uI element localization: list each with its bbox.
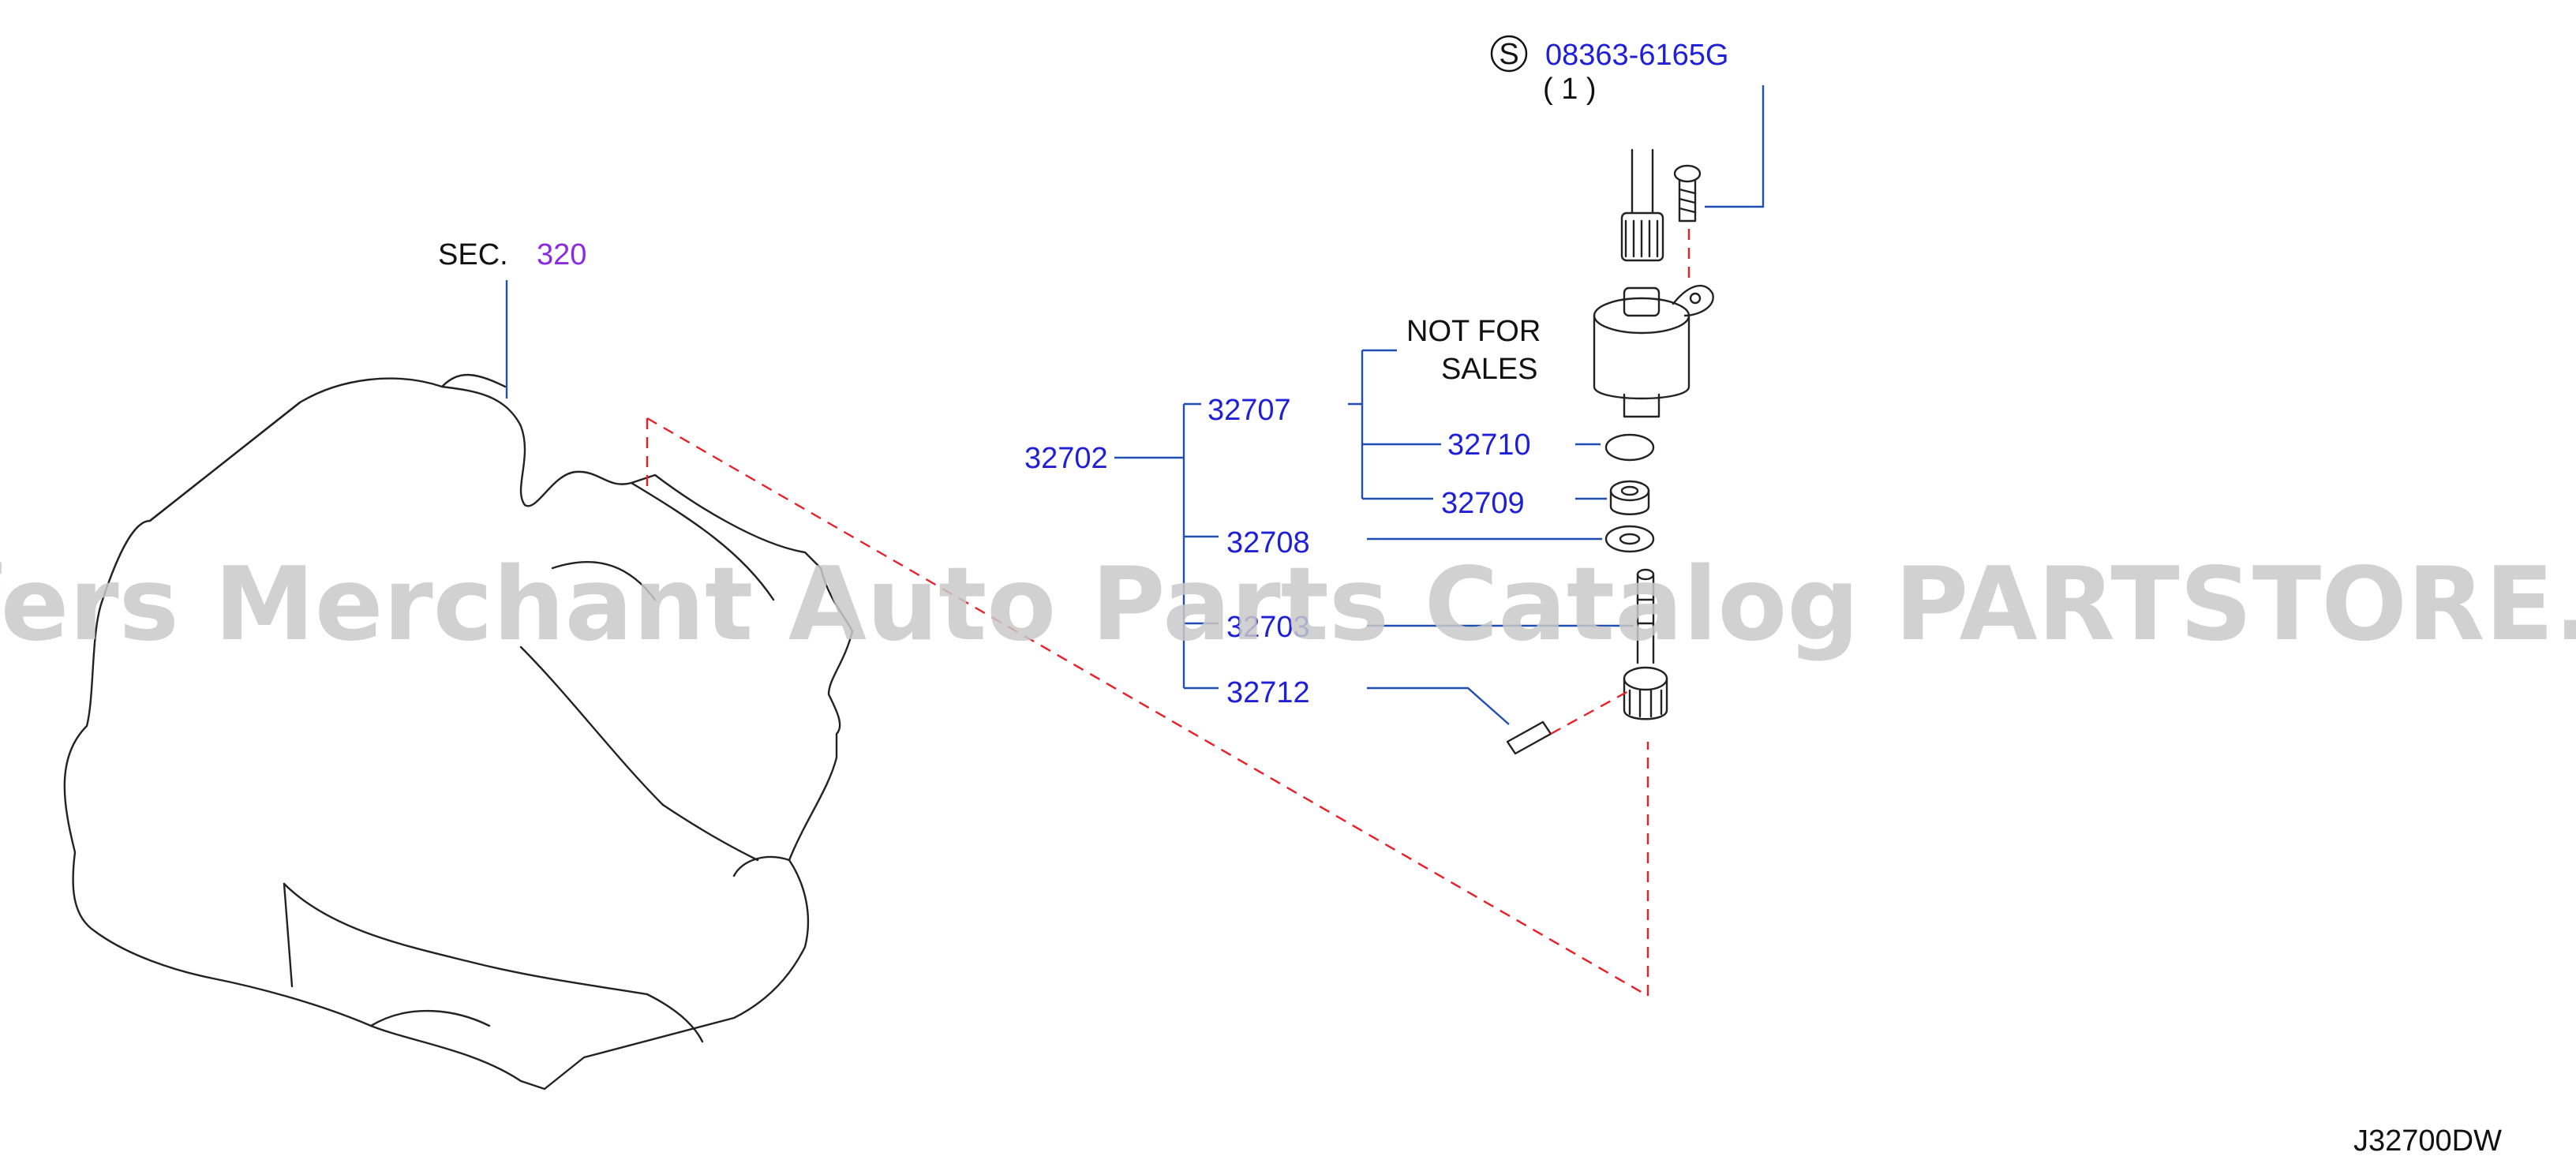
watermark-text: Offers Merchant Auto Parts Catalog PARTS… [0, 546, 2576, 664]
drawing-code: J32700DW [2353, 1124, 2502, 1158]
part-number-32702[interactable]: 32702 [1024, 442, 1108, 475]
part-number-32703[interactable]: 32703 [1226, 611, 1310, 644]
hidden-lines [646, 229, 1690, 997]
part-number-32707[interactable]: 32707 [1208, 394, 1291, 427]
part-number-32709[interactable]: 32709 [1441, 487, 1525, 520]
standard-part-badge-letter: S [1499, 38, 1518, 71]
part-leaders [1114, 349, 1634, 725]
speedometer-parts-drawing [1506, 148, 1714, 755]
transmission-housing-drawing [63, 373, 854, 1091]
part-number-32708[interactable]: 32708 [1226, 526, 1310, 559]
standard-part-leader [1705, 85, 1765, 208]
section-ref-number[interactable]: 320 [537, 238, 586, 271]
not-for-sales-note-line1: NOT FOR [1406, 315, 1541, 348]
part-number-32710[interactable]: 32710 [1447, 428, 1531, 462]
part-number-32712[interactable]: 32712 [1226, 676, 1310, 709]
section-ref-prefix: SEC. [438, 238, 508, 271]
not-for-sales-note-line2: SALES [1441, 353, 1538, 386]
standard-part-badge [1490, 35, 1528, 73]
part-number-08363-6165g[interactable]: 08363-6165G [1545, 39, 1728, 72]
standard-part-qty: ( 1 ) [1543, 73, 1597, 106]
